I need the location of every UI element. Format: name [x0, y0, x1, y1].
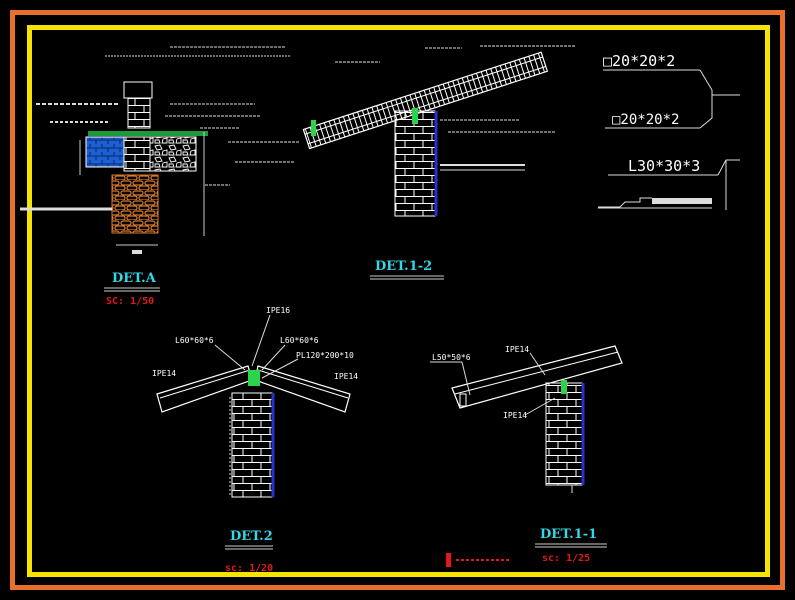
det-2-scale: sc: 1/20 — [225, 563, 273, 574]
det-2-right-angle-label: L60*60*6 — [280, 336, 319, 345]
det-2-left-beam-label: IPE14 — [152, 369, 176, 378]
det-1-1-scale: sc: 1/25 — [542, 553, 590, 564]
det-a-title: DET.A — [112, 271, 157, 286]
section-labels: □20*20*2 □20*20*2 L30*30*3 — [598, 52, 740, 210]
det-2-left-angle-label: L60*60*6 — [175, 336, 214, 345]
det-1-1-drawing: L50*50*6 IPE14 IPE14 DET.1-1 sc: 1/25 — [430, 345, 623, 567]
det-2-title: DET.2 — [230, 529, 273, 544]
det-a-scale: SC: 1/50 — [106, 296, 154, 307]
det-2-right-beam-label: IPE14 — [334, 372, 358, 381]
det-2-drawing: IPE16 L60*60*6 L60*60*6 PL120*200*10 IPE… — [152, 306, 358, 574]
section-box2-label: □20*20*2 — [612, 112, 679, 128]
det-1-1-beam-bottom-label: IPE14 — [503, 411, 527, 420]
det-1-2-title: DET.1-2 — [375, 259, 432, 274]
det-1-1-title: DET.1-1 — [540, 527, 597, 542]
section-box1-label: □20*20*2 — [603, 52, 675, 70]
det-2-ipe-top-label: IPE16 — [266, 306, 290, 315]
det-1-1-angle-label: L50*50*6 — [432, 353, 471, 362]
det-1-2-drawing: DET.1-2 — [302, 45, 575, 280]
section-angle-label: L30*30*3 — [628, 157, 700, 175]
det-a-drawing: DET.A SC: 1/50 — [20, 46, 300, 307]
det-1-1-beam-top-label: IPE14 — [505, 345, 529, 354]
det-2-plate-label: PL120*200*10 — [296, 351, 354, 360]
